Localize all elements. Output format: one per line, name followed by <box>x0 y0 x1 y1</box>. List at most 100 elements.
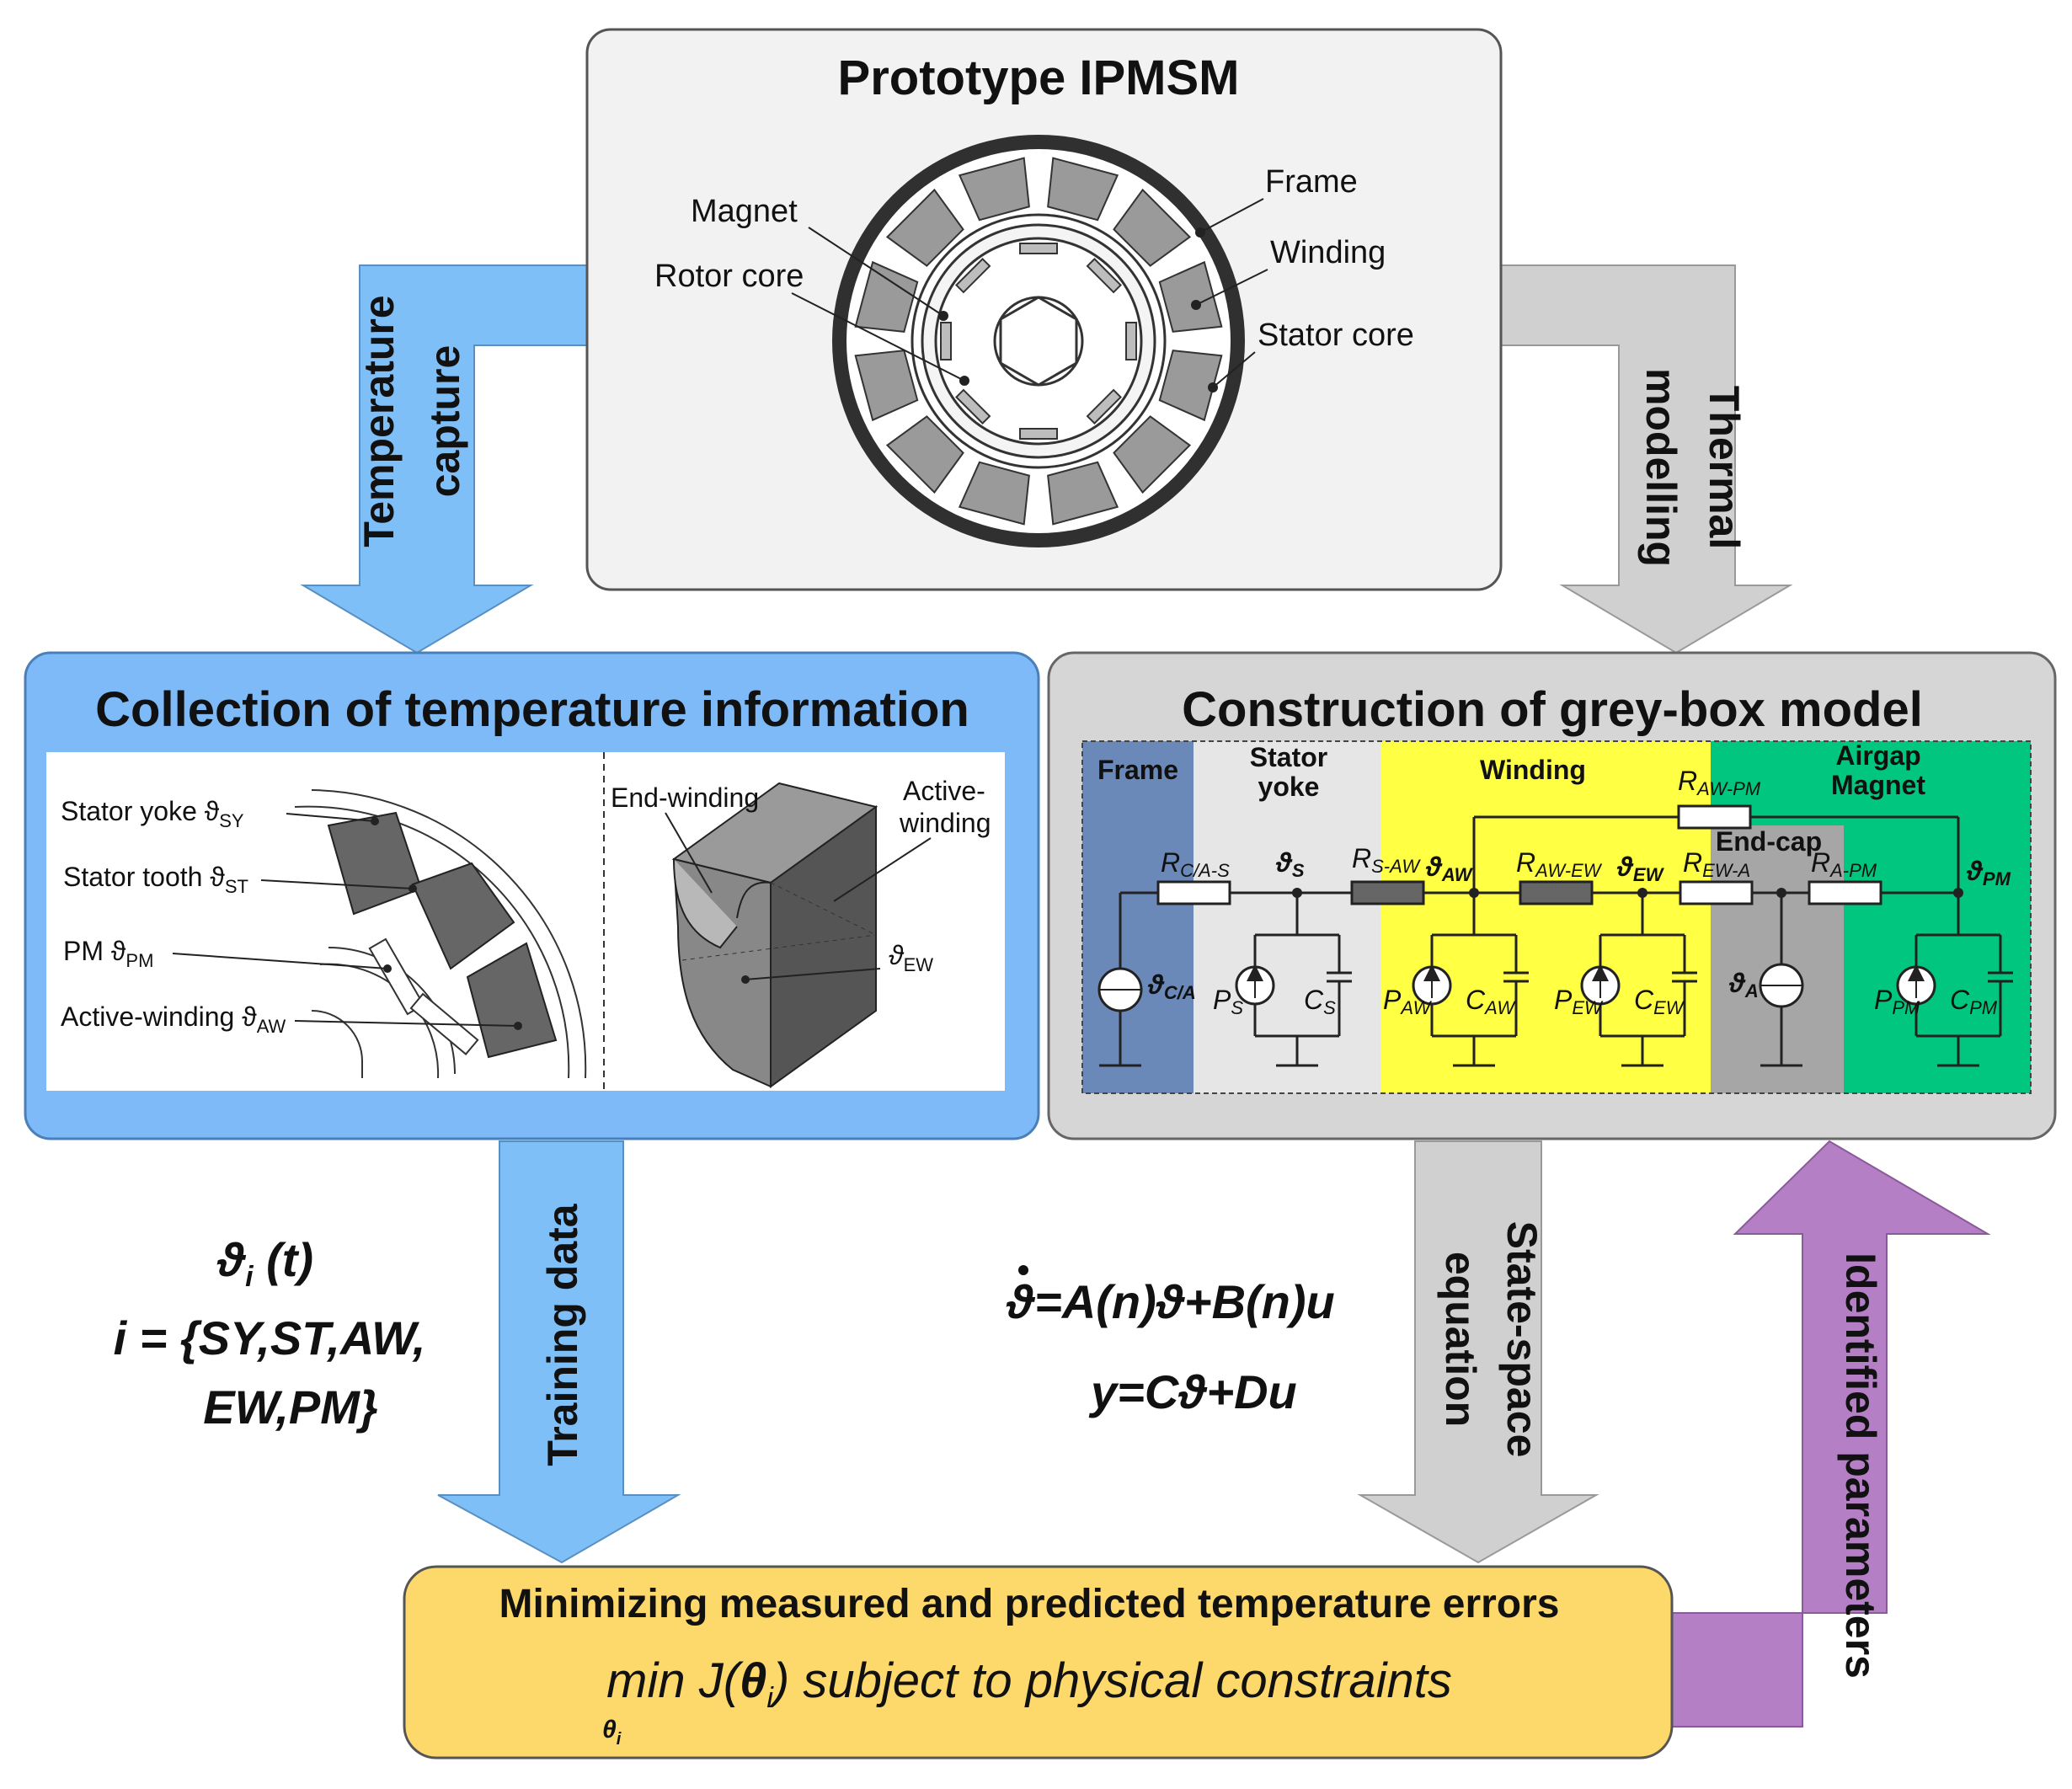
svg-text:Thermal: Thermal <box>1701 386 1748 550</box>
greybox-title: Construction of grey-box model <box>1182 682 1923 737</box>
rotor-magnet <box>940 322 952 360</box>
state-space-label: equation <box>1437 1252 1484 1427</box>
rotor-magnet <box>955 388 991 425</box>
pm-label: PM ϑPM <box>63 936 153 971</box>
svg-text:equation: equation <box>1437 1252 1484 1427</box>
optimization-box <box>403 1565 1674 1760</box>
rotor-magnet <box>1125 322 1137 360</box>
active-winding-3d-label-1: Active- <box>903 776 985 806</box>
stator-slot <box>885 188 964 267</box>
p-aw-label: PAW <box>1383 985 1433 1018</box>
stator-slot <box>1113 188 1192 267</box>
stator-slot <box>854 260 919 333</box>
temperature-capture-label-2: capture <box>421 345 468 498</box>
motor-cross-section <box>832 135 1245 547</box>
c-pm-label: CPM <box>1950 985 1998 1018</box>
r-ca-s-label: RC/A-S <box>1161 847 1230 881</box>
winding-region <box>1380 741 1711 1093</box>
r-aw-pm-label: RAW-PM <box>1678 766 1761 799</box>
stator-region-label-2: yoke <box>1258 772 1320 802</box>
frame-region-label: Frame <box>1097 755 1178 785</box>
svg-text:State-space: State-space <box>1498 1221 1546 1458</box>
active-winding-3d-label-2: winding <box>899 808 991 838</box>
r-s-aw-label: RS-AW <box>1352 843 1421 877</box>
stator-yoke-region <box>1194 741 1380 1093</box>
state-space-arrow <box>1357 1140 1599 1564</box>
stator-slot <box>1113 415 1192 494</box>
airgap-region-label-2: Magnet <box>1831 770 1925 800</box>
p-pm-label: PPM <box>1874 985 1920 1018</box>
index-set-line1: i = {SY,ST,AW, <box>114 1311 426 1364</box>
stator-slot <box>1047 461 1119 526</box>
stator-slot <box>1158 260 1223 333</box>
c-ew-label: CEW <box>1634 985 1685 1018</box>
ew-label: ϑEW <box>889 940 933 975</box>
optimization-title: Minimizing measured and predicted temper… <box>499 1582 1560 1626</box>
rotor-magnet <box>1019 428 1058 440</box>
rotor-magnet <box>1086 388 1122 425</box>
c-aw-label: CAW <box>1466 985 1516 1018</box>
thermal-network: Frame Stator yoke Winding Airgap Magnet … <box>1081 740 2032 1094</box>
stator-sector-sketch <box>294 789 587 1079</box>
p-s-label: PS <box>1213 985 1243 1018</box>
rotor-magnet <box>1019 243 1058 254</box>
c-s-label: CS <box>1304 985 1336 1018</box>
optimization-formula: min J(θi) subject to physical constraint… <box>606 1653 1452 1714</box>
identified-parameters-label: Identified parameters <box>1837 1252 1884 1679</box>
rotor-magnet <box>1086 258 1122 294</box>
winding-3d-sketch <box>671 782 878 1088</box>
svg-text:modelling: modelling <box>1637 368 1685 567</box>
collection-title: Collection of temperature information <box>95 682 969 737</box>
svg-text:Temperature: Temperature <box>355 295 403 547</box>
theta-a-label: ϑA <box>1728 968 1759 1001</box>
theta-s-label: ϑS <box>1275 847 1305 881</box>
rotor-magnet <box>955 258 991 294</box>
winding-region-label: Winding <box>1480 755 1586 785</box>
index-set-line2: EW,PM} <box>203 1380 377 1434</box>
stator-yoke-label: Stator yoke ϑSY <box>61 796 244 831</box>
temperature-capture-label: Temperature <box>355 295 403 547</box>
endcap-region <box>1711 825 1844 1093</box>
stator-region-label-1: Stator <box>1250 742 1327 772</box>
state-equation: ϑ=A(n)ϑ+B(n)u <box>1006 1275 1335 1328</box>
training-data-label: Training data <box>539 1203 586 1466</box>
stator-slot <box>1158 350 1223 422</box>
identified-parameters-arrow <box>1671 1140 1991 1728</box>
active-winding-label: Active-winding ϑAW <box>61 1001 286 1037</box>
optimization-under: θi <box>602 1716 622 1749</box>
stator-slot <box>885 415 964 494</box>
svg-text:capture: capture <box>421 345 468 498</box>
thermal-modelling-label-2: Thermal <box>1701 386 1748 550</box>
stator-tooth-label: Stator tooth ϑST <box>63 862 248 897</box>
stator-slot <box>958 461 1030 526</box>
frame-label: Frame <box>1265 164 1358 200</box>
prototype-title: Prototype IPMSM <box>838 51 1240 105</box>
frame-region <box>1082 741 1194 1093</box>
rotor-core-label: Rotor core <box>654 259 804 294</box>
r-aw-ew-label: RAW-EW <box>1516 847 1603 881</box>
p-ew-label: PEW <box>1554 985 1604 1018</box>
stator-core-label: Stator core <box>1258 318 1414 353</box>
output-equation: y=Cϑ+Du <box>1088 1365 1297 1418</box>
theta-ca-label: ϑC/A <box>1147 969 1196 1003</box>
training-data-arrow <box>437 1140 681 1564</box>
svg-text:Training data: Training data <box>539 1203 586 1466</box>
magnet-label: Magnet <box>691 194 798 229</box>
airgap-region-label-1: Airgap <box>1835 740 1920 771</box>
winding-label: Winding <box>1270 235 1386 270</box>
thermal-modelling-label: modelling <box>1637 368 1685 567</box>
theta-dot <box>1018 1265 1028 1275</box>
r-ew-a-label: REW-A <box>1683 847 1750 881</box>
svg-text:Identified parameters: Identified parameters <box>1837 1252 1884 1679</box>
stator-slots <box>854 157 1223 526</box>
state-space-label-2: State-space <box>1498 1221 1546 1458</box>
end-winding-label: End-winding <box>611 782 759 813</box>
r-a-pm-label: RA-PM <box>1811 847 1877 881</box>
thermal-modelling-arrow <box>1498 264 1793 654</box>
endcap-region-label: End-cap <box>1716 826 1822 857</box>
theta-ew-label: ϑEW <box>1616 852 1665 885</box>
theta-aw-label: ϑAW <box>1425 852 1474 885</box>
rotor-magnets <box>940 243 1137 440</box>
theta-i-t: ϑi (t) <box>216 1233 313 1293</box>
